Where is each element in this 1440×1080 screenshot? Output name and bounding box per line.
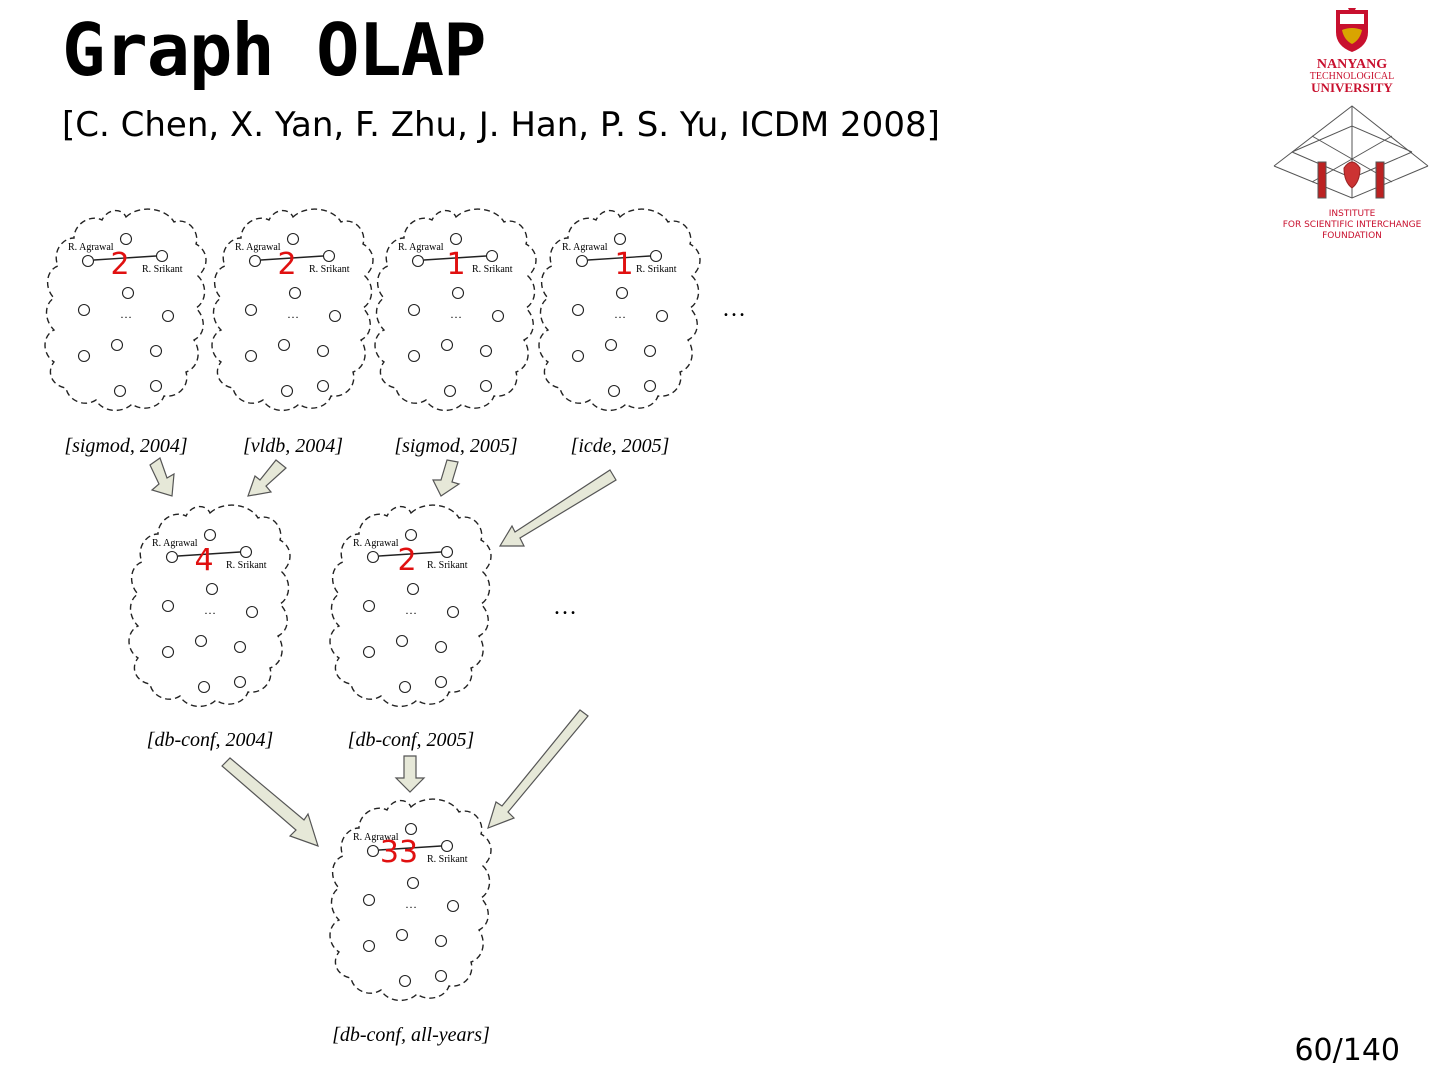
inner-ellipsis: … xyxy=(204,603,216,617)
node-label-b: R. Srikant xyxy=(427,560,468,571)
graph-vldb-2004: R. Agrawal R. Srikant … 2 xyxy=(211,208,374,412)
graph-olap-diagram: R. Agrawal R. Srikant … 2 R. Agrawal R. … xyxy=(44,208,746,1046)
arrow-more-to-all xyxy=(487,709,589,830)
graph-icde-2005: R. Agrawal R. Srikant … 1 xyxy=(538,208,701,412)
inner-ellipsis: … xyxy=(120,307,132,321)
inner-ellipsis: … xyxy=(405,897,417,911)
graph-sigmod-2004: R. Agrawal R. Srikant … 2 xyxy=(44,208,207,412)
arrow-sigmod05-to-dbconf05 xyxy=(432,459,461,497)
node-label-b: R. Srikant xyxy=(226,560,267,571)
node-label-b: R. Srikant xyxy=(309,264,350,275)
logo-ntu-line2: TECHNOLOGICAL xyxy=(1310,71,1394,82)
inner-ellipsis: … xyxy=(614,307,626,321)
ntu-isi-logo: NANYANG TECHNOLOGICAL UNIVERSITY INSTITU… xyxy=(1273,8,1429,241)
node-label-b: R. Srikant xyxy=(472,264,513,275)
graph-label: [db-conf, 2005] xyxy=(348,729,475,751)
node-label-a: R. Agrawal xyxy=(562,242,608,253)
inner-ellipsis: … xyxy=(450,307,462,321)
edge-weight: 1 xyxy=(614,247,633,282)
ntu-crest-icon xyxy=(1336,8,1368,52)
arrow-dbconf05-to-all xyxy=(394,755,426,793)
edge-weight: 1 xyxy=(446,247,465,282)
logo-isi-line2: FOR SCIENTIFIC INTERCHANGE xyxy=(1283,220,1422,230)
inner-ellipsis: … xyxy=(405,603,417,617)
edge-weight: 4 xyxy=(194,543,213,578)
logo-isi-line1: INSTITUTE xyxy=(1329,209,1376,219)
graph-label: [sigmod, 2004] xyxy=(64,435,187,457)
node-label-a: R. Agrawal xyxy=(353,832,399,843)
node-label-a: R. Agrawal xyxy=(398,242,444,253)
edge-weight: 2 xyxy=(277,247,296,282)
ellipsis-row1: … xyxy=(722,296,746,322)
logo-isi-line3: FOUNDATION xyxy=(1322,231,1382,241)
node-label-b: R. Srikant xyxy=(636,264,677,275)
isi-emblem-icon xyxy=(1273,105,1429,199)
graph-label: [sigmod, 2005] xyxy=(394,435,517,457)
graph-label: [db-conf, 2004] xyxy=(147,729,274,751)
edge-weight: 2 xyxy=(397,543,416,578)
graph-label: [db-conf, all-years] xyxy=(332,1024,490,1046)
graph-label: [vldb, 2004] xyxy=(243,435,343,457)
node-label-b: R. Srikant xyxy=(427,854,468,865)
page-number: 60/140 xyxy=(1294,1033,1400,1068)
slide-subtitle: [C. Chen, X. Yan, F. Zhu, J. Han, P. S. … xyxy=(62,105,940,145)
arrow-dbconf04-to-all xyxy=(221,757,319,847)
graph-dbconf-2005: R. Agrawal R. Srikant … 2 xyxy=(329,504,492,708)
graph-dbconf-all-years: R. Agrawal R. Srikant … 33 xyxy=(329,798,492,1002)
edge-weight: 2 xyxy=(110,247,129,282)
logo-ntu-line3: UNIVERSITY xyxy=(1311,80,1393,95)
graph-sigmod-2005: R. Agrawal R. Srikant … 1 xyxy=(374,208,537,412)
arrow-sigmod04-to-dbconf04 xyxy=(149,457,175,497)
graph-dbconf-2004: R. Agrawal R. Srikant … 4 xyxy=(128,504,291,708)
inner-ellipsis: … xyxy=(287,307,299,321)
node-label-a: R. Agrawal xyxy=(235,242,281,253)
node-label-a: R. Agrawal xyxy=(68,242,114,253)
arrow-vldb04-to-dbconf04 xyxy=(247,459,287,497)
arrow-icde05-to-dbconf05 xyxy=(498,469,617,547)
logo-ntu-line1: NANYANG xyxy=(1317,57,1387,72)
slide-title: Graph OLAP xyxy=(62,8,486,92)
ellipsis-row2: … xyxy=(553,594,577,620)
edge-weight: 33 xyxy=(380,835,418,870)
node-label-a: R. Agrawal xyxy=(353,538,399,549)
node-label-a: R. Agrawal xyxy=(152,538,198,549)
graph-label: [icde, 2005] xyxy=(571,435,670,457)
node-label-b: R. Srikant xyxy=(142,264,183,275)
